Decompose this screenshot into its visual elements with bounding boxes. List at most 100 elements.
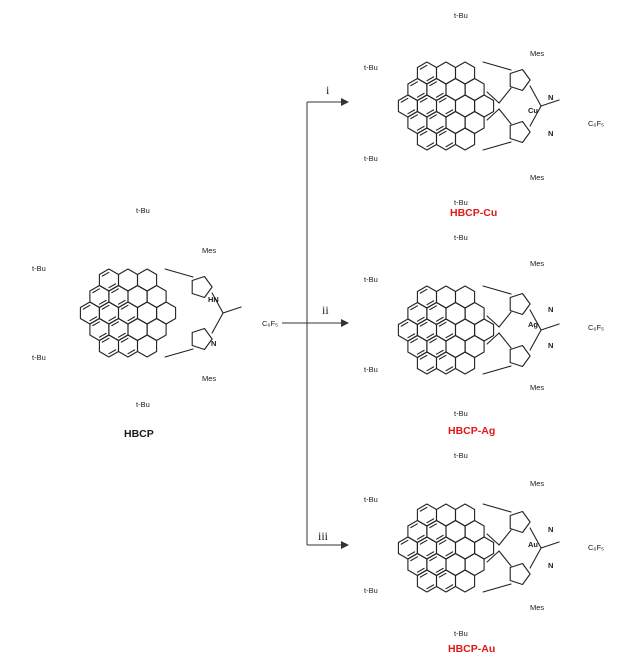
step-label-i: i	[326, 83, 330, 97]
double-bond	[419, 97, 428, 103]
double-bond	[117, 299, 126, 305]
ag-metal-label: Ag	[528, 320, 538, 329]
ag-mes-top: Mes	[530, 259, 544, 268]
cu-c6f5: C₆F₅	[588, 119, 604, 128]
double-bond	[426, 142, 435, 148]
benzene-ring	[435, 127, 457, 151]
double-bond	[438, 539, 447, 545]
benzene-ring	[474, 94, 495, 118]
double-bond	[426, 551, 435, 557]
metal-c-bond-upper	[486, 315, 500, 328]
double-bond	[416, 534, 425, 540]
metal-n-bond-lower	[498, 332, 512, 349]
double-bond	[111, 288, 120, 294]
benzene-ring	[435, 569, 457, 593]
double-bond	[426, 333, 435, 339]
double-bond	[419, 288, 428, 294]
double-bond	[101, 271, 110, 277]
double-bond	[407, 551, 416, 557]
hbcp-au-structure: t-Bu t-Bu t-Bu t-Bu Mes Mes C₆F₅ Au N N	[364, 451, 604, 638]
double-bond	[426, 518, 435, 524]
double-bond	[117, 332, 126, 338]
cu-n-lower: N	[548, 129, 553, 138]
pyrrole-ring-lower	[509, 344, 531, 368]
step-label-iii: iii	[318, 529, 329, 543]
double-bond	[410, 305, 418, 311]
benzene-ring	[474, 536, 495, 560]
reaction-arrows: i ii iii	[282, 83, 349, 549]
double-bond	[429, 81, 438, 87]
metal-c-bond-upper	[486, 533, 500, 546]
meso-bond-lower	[482, 365, 512, 375]
double-bond	[429, 523, 438, 529]
benzene-ring	[454, 127, 476, 151]
benzene-ring	[397, 536, 418, 560]
pyrrole-ring-upper	[191, 275, 213, 299]
double-bond	[419, 64, 428, 70]
double-bond	[445, 366, 454, 372]
benzene-ring	[474, 318, 495, 342]
meso-bond-lower	[164, 348, 194, 358]
cu-tbu-left-upper: t-Bu	[364, 63, 378, 72]
double-bond	[98, 299, 107, 305]
hbcp-ag-framework	[397, 285, 560, 375]
ag-tbu-bottom: t-Bu	[454, 409, 468, 418]
double-bond	[410, 81, 418, 87]
au-tbu-left-lower: t-Bu	[364, 586, 378, 595]
double-bond	[419, 321, 428, 327]
double-bond	[89, 316, 98, 322]
meso-bond-c6f5-lower	[529, 329, 542, 351]
cu-tbu-bottom: t-Bu	[454, 198, 468, 207]
hbcp-framework	[79, 268, 242, 358]
pyrrole-ring-lower	[509, 562, 531, 586]
benzene-ring	[397, 94, 418, 118]
double-bond	[410, 523, 418, 529]
double-bond	[445, 584, 454, 590]
au-mes-bottom: Mes	[530, 603, 544, 612]
metal-n-bond-lower	[498, 550, 512, 567]
meso-bond-c6f5-upper	[211, 292, 224, 314]
double-bond	[426, 584, 435, 590]
au-tbu-bottom: t-Bu	[454, 629, 468, 638]
double-bond	[438, 354, 447, 360]
double-bond	[111, 321, 120, 327]
meso-bond-lower	[482, 583, 512, 593]
double-bond	[445, 142, 454, 148]
meso-bond-c6f5-lower	[529, 547, 542, 569]
benzene-ring	[454, 569, 476, 593]
hbcp-ag-structure: t-Bu t-Bu t-Bu t-Bu Mes Mes C₆F₅ Ag N N	[364, 233, 604, 418]
au-c6f5: C₆F₅	[588, 543, 604, 552]
double-bond	[410, 556, 418, 562]
meso-bond-upper	[164, 268, 194, 278]
hbcp-mes-top: Mes	[202, 246, 216, 255]
hbcp-nh-label: HN	[208, 295, 219, 304]
double-bond	[108, 283, 117, 289]
metal-n-bond-lower	[498, 108, 512, 125]
double-bond	[400, 97, 409, 103]
benzene-ring	[117, 268, 139, 292]
double-bond	[445, 109, 454, 115]
double-bond	[92, 321, 100, 327]
double-bond	[410, 114, 418, 120]
au-tbu-top: t-Bu	[454, 451, 468, 460]
hbcp-ag-caption: HBCP-Ag	[448, 425, 495, 437]
double-bond	[82, 304, 91, 310]
pyrrole-ring-upper	[509, 68, 531, 92]
cu-mes-top: Mes	[530, 49, 544, 58]
double-bond	[120, 304, 129, 310]
hbcp-tbu-left-lower: t-Bu	[32, 353, 46, 362]
double-bond	[435, 316, 444, 322]
double-bond	[407, 333, 416, 339]
double-bond	[429, 556, 438, 562]
metal-c-bond-lower	[486, 332, 500, 345]
double-bond	[98, 332, 107, 338]
double-bond	[438, 321, 447, 327]
hbcp-c6f5: C₆F₅	[262, 319, 278, 328]
cu-tbu-top: t-Bu	[454, 11, 468, 20]
benzene-ring	[454, 285, 476, 309]
double-bond	[429, 338, 438, 344]
double-bond	[127, 349, 136, 355]
benzene-ring	[117, 334, 139, 358]
double-bond	[419, 506, 428, 512]
double-bond	[445, 551, 454, 557]
